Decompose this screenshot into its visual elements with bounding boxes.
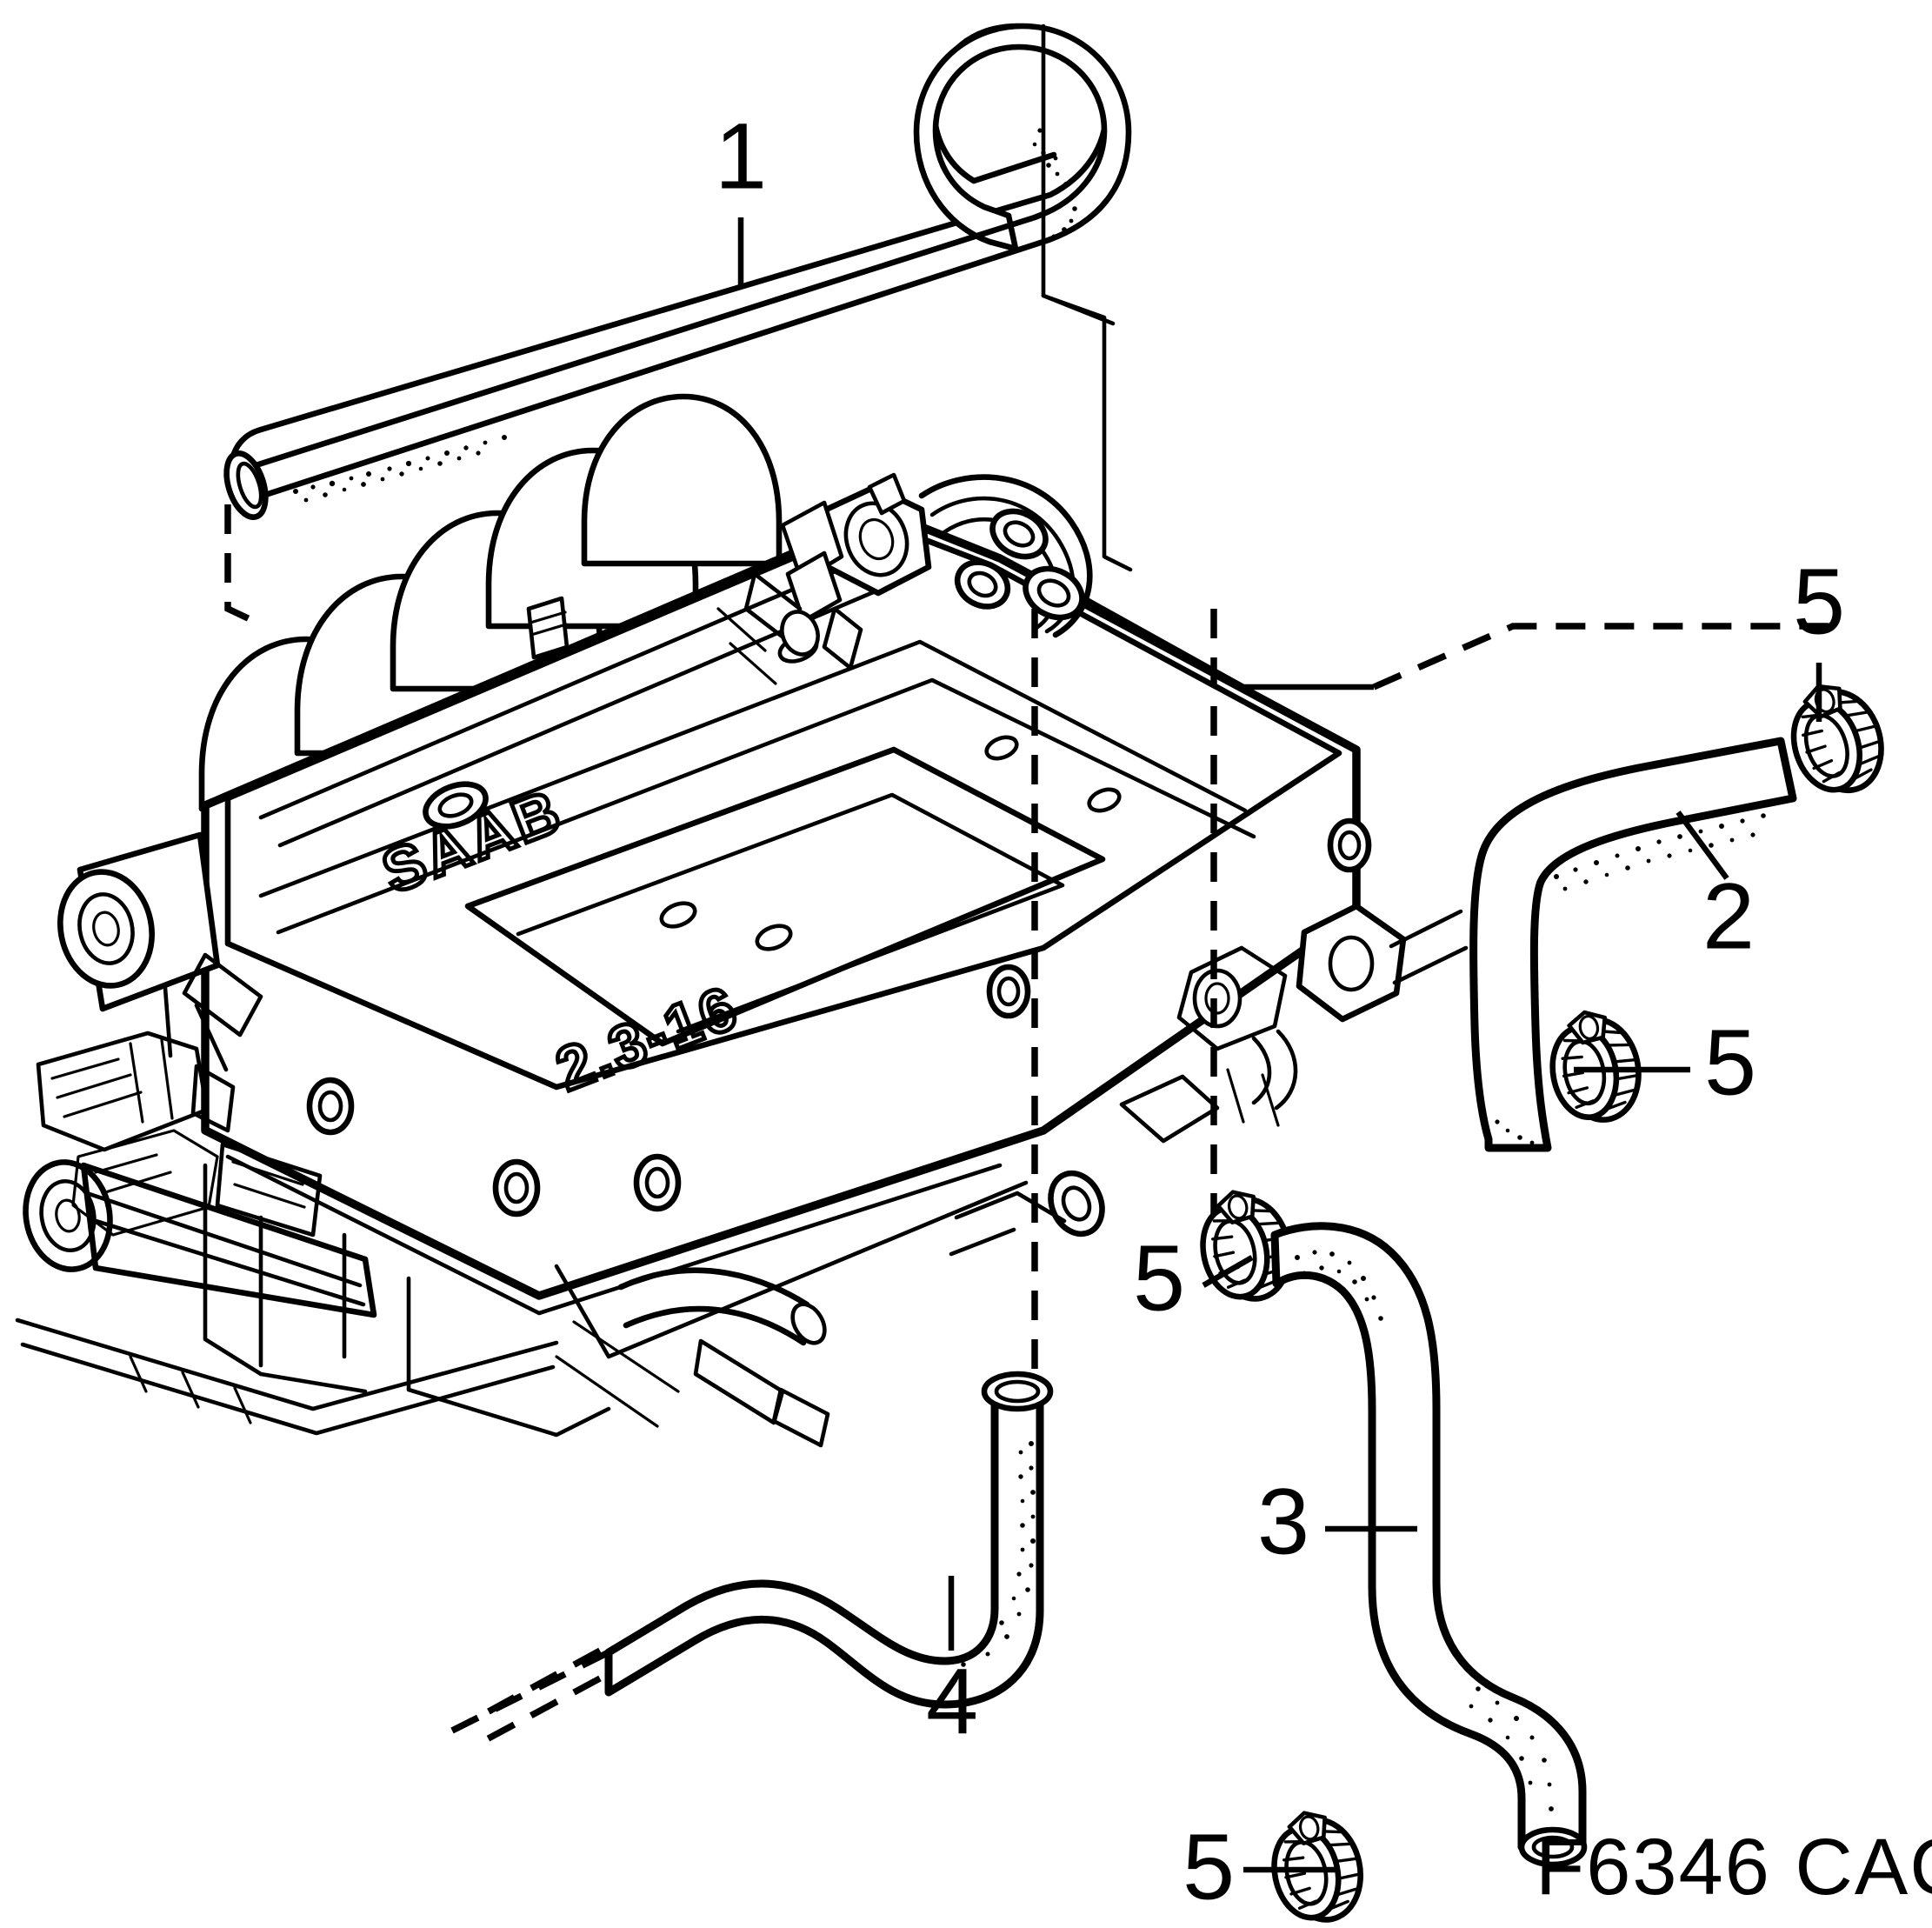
callout-number-3: 3	[1257, 1469, 1309, 1574]
throttle-body-assembly	[716, 472, 1093, 685]
frame-line-1	[1041, 23, 1133, 572]
hose-3-assembly	[1270, 1222, 1588, 1868]
hose-4-body	[604, 1387, 1044, 1709]
valve-cover-edge-1	[258, 554, 872, 820]
valve-cover-bolt-bosses	[423, 634, 1122, 951]
head-gasket-line	[225, 1154, 1003, 1316]
hose-2-assembly	[1469, 737, 1797, 1152]
hose-3-body	[1270, 1222, 1587, 1851]
dashed-tail-hose-4	[468, 1647, 602, 1743]
leader-line-2	[1676, 811, 1729, 880]
leader-to-clamp-5a-dashed	[1372, 623, 1843, 690]
dashed-tail-hose-4-b	[450, 1649, 610, 1734]
accessory-belt	[15, 1318, 559, 1411]
valve-cover-rib-2	[276, 677, 1256, 935]
callout-number-2: 2	[1702, 864, 1755, 969]
engine-lower-detail	[36, 1031, 323, 1238]
callout-number-1: 1	[715, 103, 767, 209]
rear-bracket-detail	[949, 903, 1469, 1257]
lower-tube-cluster	[203, 1163, 830, 1448]
crank-pulley	[23, 1159, 377, 1318]
hose-4-assembly	[604, 1371, 1054, 1709]
valve-cover-recess-inner	[516, 792, 1065, 1034]
leader-line-5c	[1202, 1255, 1254, 1288]
hose-1-shading	[293, 128, 1077, 503]
figure-caption: F6346 CAC94	[1536, 1823, 1932, 1911]
accessory-pulley-assembly	[57, 831, 263, 1072]
hose-4-shading	[961, 1441, 1036, 1667]
hose-2-body	[1469, 737, 1797, 1152]
callout-number-4: 4	[926, 1649, 978, 1754]
callout-number-5a: 5	[1793, 549, 1845, 654]
hose-3-shading	[1295, 1250, 1554, 1811]
callout-number-5d: 5	[1183, 1814, 1235, 1919]
frame-tick-1	[1041, 293, 1116, 326]
belt-ribs	[129, 1355, 252, 1424]
hose-clamp-5a	[1790, 684, 1884, 794]
engine-assembly: SAAB 2.3-16	[15, 393, 1469, 1448]
dashed-leader-1-left	[224, 504, 263, 628]
callout-number-5b: 5	[1704, 1010, 1756, 1115]
hose-1-assembly	[223, 23, 1132, 520]
leader-to-clamp-5a-solid	[1085, 597, 1374, 690]
valve-cover-front-bolts	[306, 817, 1372, 1218]
callout-number-5c: 5	[1133, 1225, 1185, 1331]
hose-2-shading	[1495, 813, 1766, 1145]
accessory-belt-2	[20, 1342, 556, 1436]
cylinder-head-face	[554, 1180, 1029, 1359]
